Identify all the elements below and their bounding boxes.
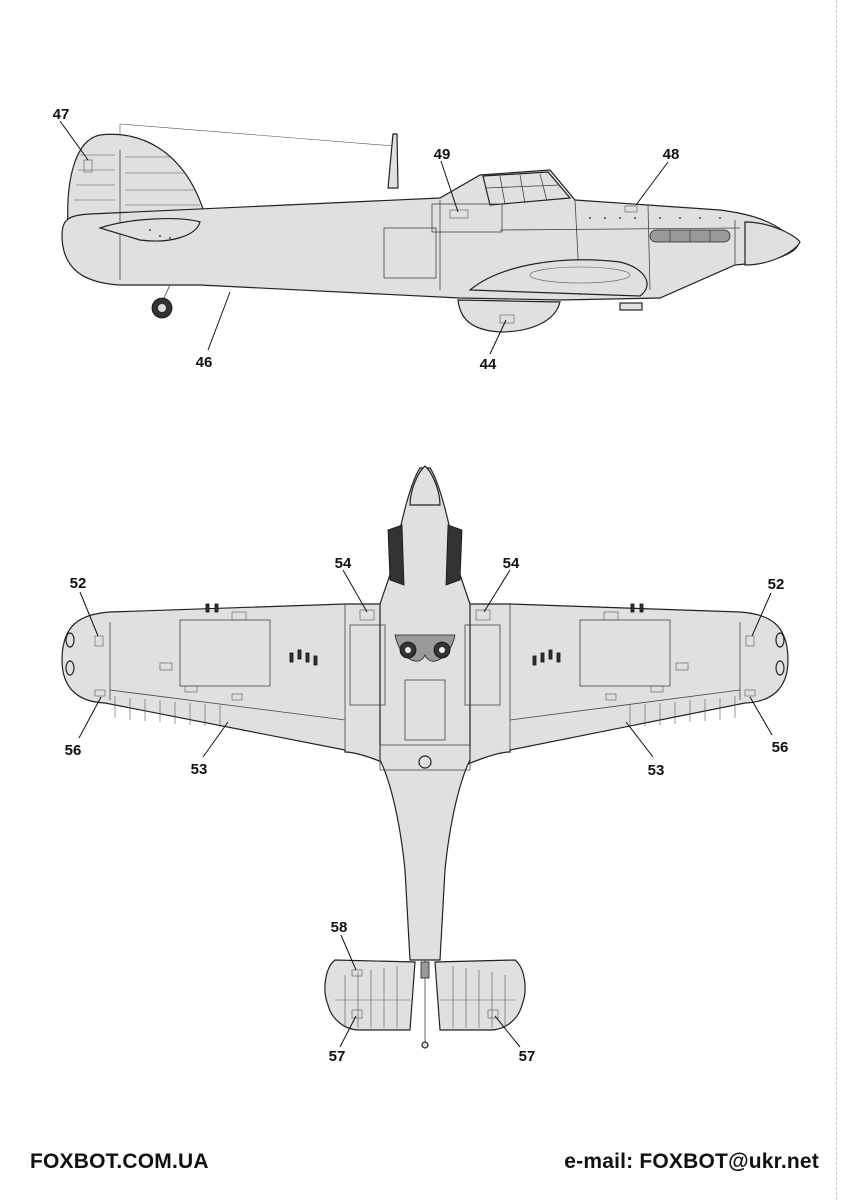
callout-53-right: 53: [648, 762, 665, 779]
callout-48: 48: [663, 146, 680, 163]
callout-52-right: 52: [768, 576, 785, 593]
callout-54-right: 54: [503, 555, 520, 572]
callout-57-left: 57: [329, 1048, 346, 1065]
callout-54-left: 54: [335, 555, 352, 572]
fin-and-rudder: [67, 133, 206, 226]
callout-56-left: 56: [65, 742, 82, 759]
canopy: [482, 171, 572, 206]
side-view-drawing: [59, 120, 801, 355]
tailplane-left: [324, 959, 416, 1031]
callout-58: 58: [331, 919, 348, 936]
callout-53-left: 53: [191, 761, 208, 778]
callout-46: 46: [196, 354, 213, 371]
radiator-scoop: [457, 299, 561, 333]
spinner: [744, 221, 801, 266]
aircraft-drawings: 47 49 48 46 44: [53, 106, 801, 1065]
email-label: e-mail: FOXBOT@ukr.net: [564, 1150, 819, 1173]
callout-52-left: 52: [70, 575, 87, 592]
callout-44: 44: [480, 356, 497, 373]
callout-49: 49: [434, 146, 451, 163]
tailplane-right: [434, 959, 526, 1031]
sheet-edge-line: [836, 0, 837, 1200]
website-label: FOXBOT.COM.UA: [30, 1150, 209, 1173]
callout-57-right: 57: [519, 1048, 536, 1065]
callout-47: 47: [53, 106, 70, 123]
callout-56-right: 56: [772, 739, 789, 756]
underside-view-drawing: [61, 465, 789, 1049]
